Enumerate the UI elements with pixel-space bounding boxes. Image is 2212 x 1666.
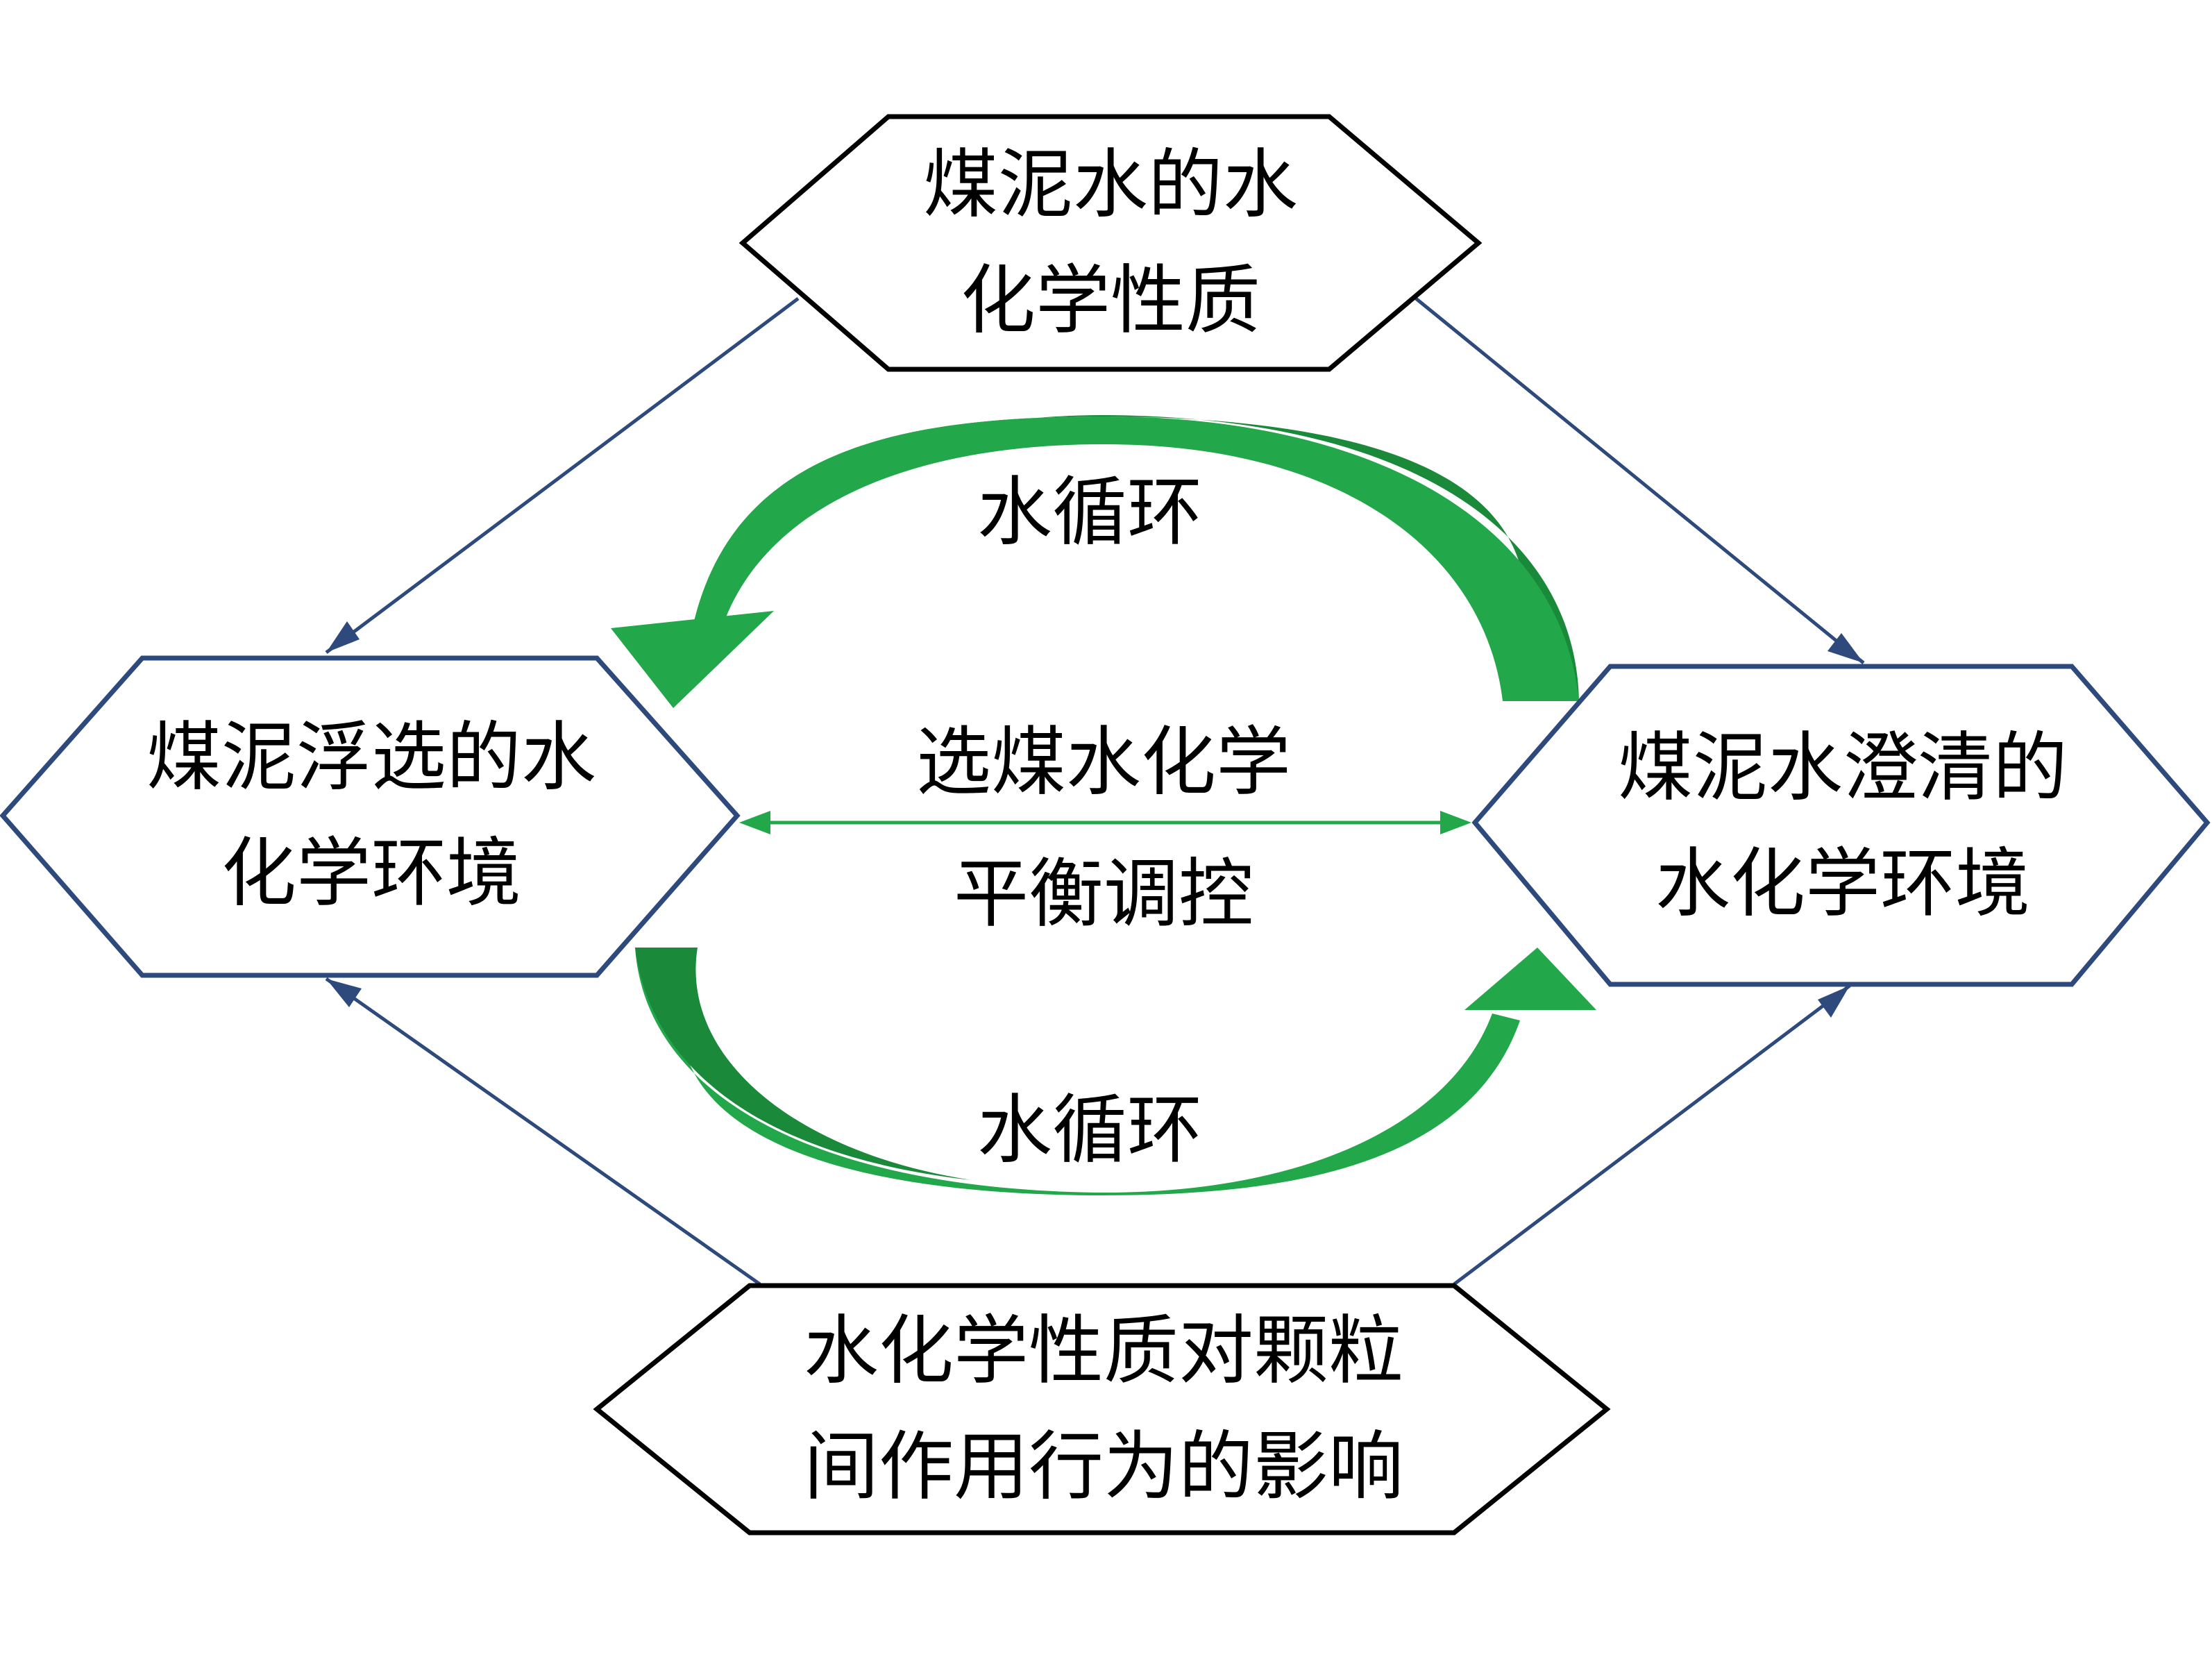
node-bottom-hexagon — [593, 1283, 1611, 1535]
node-bottom-line-1: 水化学性质对颗粒 — [803, 1307, 1403, 1395]
center-label-line-2: 平衡调控 — [953, 851, 1253, 938]
upper-cycle-arrowhead — [611, 611, 774, 708]
node-right-line-1: 煤泥水澄清的 — [1617, 724, 2068, 811]
connector-bottom-to-right-arrowhead — [1818, 986, 1850, 1018]
lower-cycle-arrowhead — [1464, 948, 1596, 1010]
node-top-label: 煤泥水的水 化学性质 — [763, 142, 1458, 344]
node-right-hexagon — [1471, 664, 2211, 987]
connector-bottom-to-left-arrowhead — [326, 979, 362, 1007]
connector-bottom-to-right — [1453, 984, 1851, 1286]
center-arrow-right-head — [1440, 811, 1471, 834]
node-top-line-1: 煤泥水的水 — [922, 141, 1298, 228]
upper-cycle-arrow-front — [694, 416, 1579, 701]
node-top-line-2: 化学性质 — [960, 258, 1260, 344]
connector-bottom-to-left — [325, 977, 761, 1286]
node-left-hexagon — [0, 655, 741, 978]
connector-top-to-right — [1415, 297, 1865, 664]
center-label-line-1: 选煤水化学 — [915, 719, 1291, 806]
node-right-label: 煤泥水澄清的 水化学环境 — [1555, 725, 2131, 927]
node-bottom-label: 水化学性质对颗粒 间作用行为的影响 — [694, 1308, 1513, 1511]
node-right-line-2: 水化学环境 — [1655, 841, 2030, 927]
center-arrow-left-head — [739, 811, 770, 834]
lower-cycle-label: 水循环 — [977, 1087, 1202, 1174]
node-top-hexagon — [738, 114, 1483, 372]
node-left-label: 煤泥浮选的水 化学环境 — [83, 714, 659, 917]
connector-top-to-left-arrowhead — [326, 621, 360, 653]
upper-cycle-label: 水循环 — [977, 469, 1202, 556]
node-left-line-1: 煤泥浮选的水 — [146, 714, 596, 801]
lower-cycle-arrow-shade — [635, 948, 972, 1180]
node-bottom-line-2: 间作用行为的影响 — [803, 1424, 1403, 1511]
connector-top-to-right-arrowhead — [1827, 633, 1864, 663]
connector-top-to-left — [325, 297, 800, 654]
node-left-line-2: 化学环境 — [221, 830, 521, 917]
